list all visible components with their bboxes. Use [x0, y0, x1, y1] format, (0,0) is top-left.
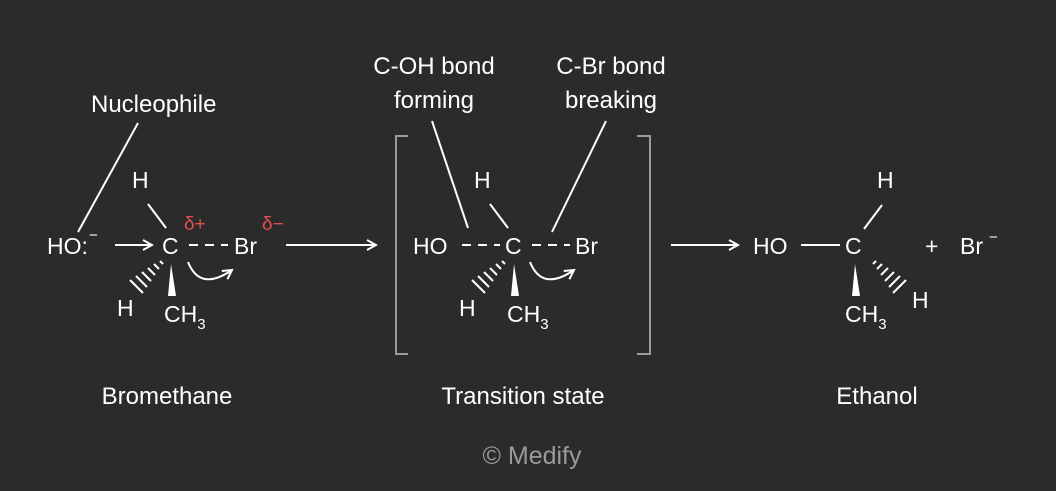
reactant-methyl: CH3: [164, 301, 206, 333]
ts-bromine: Br: [575, 233, 598, 259]
wedge-bond-icon: [852, 264, 860, 296]
bromide-charge: −: [989, 229, 998, 246]
hydroxide-ion: HO:: [47, 233, 88, 259]
product-group: HO C H H CH3 + Br −: [753, 167, 998, 333]
hashed-bond-icon: [129, 260, 164, 294]
nucleophile-label: Nucleophile: [91, 91, 216, 118]
wedge-bond-icon: [168, 264, 176, 296]
ts-methyl: CH3: [507, 301, 549, 333]
product-h-top: H: [877, 167, 894, 193]
reactant-bromine: Br: [234, 233, 257, 259]
reactant-carbon: C: [162, 233, 179, 259]
coh-forming-label-line1: C-OH bond: [373, 53, 494, 80]
c-h-bond: [489, 203, 509, 229]
ts-h-top: H: [474, 167, 491, 193]
curved-arrow-icon: [187, 261, 232, 281]
copyright-label: © Medify: [483, 442, 582, 470]
carbon-partial-charge: δ+: [184, 214, 206, 235]
cbr-breaking-pointer: [551, 120, 607, 233]
ts-h-left: H: [459, 295, 476, 321]
c-h-bond: [147, 203, 167, 229]
cbr-breaking-label-line2: breaking: [565, 87, 657, 114]
ts-carbon: C: [505, 233, 522, 259]
hydroxide-charge: −: [89, 227, 98, 244]
coh-forming-label-line2: forming: [394, 87, 474, 114]
product-hydroxyl: HO: [753, 233, 788, 259]
bromethane-label: Bromethane: [102, 383, 233, 410]
ethanol-label: Ethanol: [836, 383, 917, 410]
product-carbon: C: [845, 233, 862, 259]
reactant-h-left: H: [117, 295, 134, 321]
hashed-bond-icon: [872, 260, 907, 294]
coh-forming-pointer: [431, 120, 469, 229]
bracket-icon: [637, 135, 651, 355]
bracket-icon: [395, 135, 408, 355]
bromide-ion: Br: [960, 233, 983, 259]
ts-hydroxyl: HO: [413, 233, 448, 259]
transition-group: HO C Br H H CH3: [413, 167, 598, 333]
reactant-h-top: H: [132, 167, 149, 193]
cbr-breaking-label-line1: C-Br bond: [556, 53, 665, 80]
hashed-bond-icon: [471, 260, 506, 294]
curved-arrow-icon: [529, 261, 574, 281]
c-h-bond: [863, 204, 883, 230]
product-methyl: CH3: [845, 301, 887, 333]
product-h-right: H: [912, 287, 929, 313]
transition-state-label: Transition state: [441, 383, 604, 410]
bromine-partial-charge: δ−: [262, 214, 284, 235]
wedge-bond-icon: [511, 264, 519, 296]
reactant-group: HO: − C δ+ Br δ− H H CH3: [47, 167, 284, 333]
nucleophile-pointer: [77, 122, 139, 233]
plus-sign: +: [925, 233, 938, 259]
